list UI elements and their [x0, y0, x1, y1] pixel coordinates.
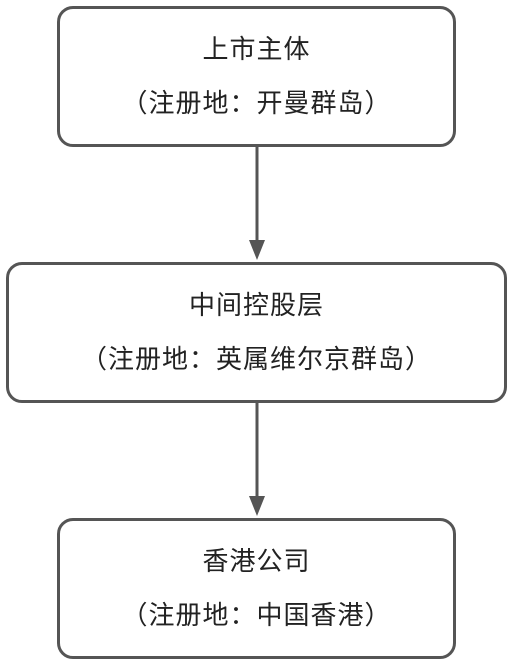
node-subtitle: （注册地：中国香港）: [121, 600, 392, 631]
node-subtitle: （注册地：英属维尔京群岛）: [80, 344, 432, 375]
arrow-top-to-middle: [249, 147, 265, 260]
node-title: 中间控股层: [188, 290, 324, 321]
node-title: 上市主体: [202, 34, 311, 65]
node-subtitle: （注册地：开曼群岛）: [121, 88, 392, 119]
node-title: 香港公司: [202, 546, 311, 577]
node-hong-kong-company: 香港公司 （注册地：中国香港）: [57, 518, 456, 659]
node-intermediate-holding: 中间控股层 （注册地：英属维尔京群岛）: [6, 262, 507, 403]
node-listed-entity: 上市主体 （注册地：开曼群岛）: [57, 6, 456, 147]
arrow-middle-to-bottom: [249, 403, 265, 516]
